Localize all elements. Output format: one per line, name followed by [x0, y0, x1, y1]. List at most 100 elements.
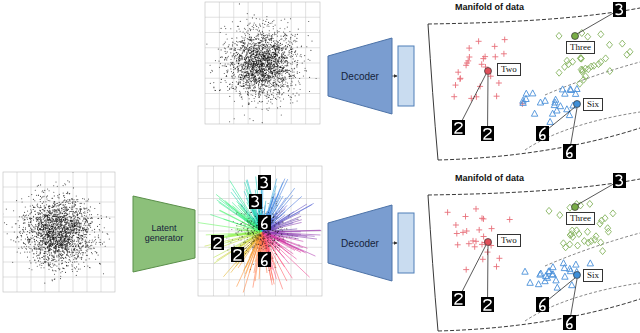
sample-point [296, 65, 297, 66]
sample-point [247, 68, 248, 69]
sample-point [273, 61, 274, 62]
sample-point [278, 73, 279, 74]
sample-point [244, 28, 245, 29]
sample-point [244, 76, 245, 77]
sample-point [254, 58, 255, 59]
sample-point [255, 48, 256, 49]
sample-point [270, 38, 271, 39]
sample-point [269, 46, 270, 47]
sample-point [246, 72, 247, 73]
sample-point [243, 85, 244, 86]
sample-point [240, 55, 241, 56]
sample-point [282, 56, 283, 57]
sample-point [251, 46, 252, 47]
sample-point [277, 79, 278, 80]
sample-point [270, 77, 271, 78]
sample-point [278, 70, 279, 71]
sample-point [256, 55, 257, 56]
sample-point [274, 65, 275, 66]
sample-point [251, 69, 252, 70]
sample-point [248, 103, 249, 104]
sample-point [274, 71, 275, 72]
sample-point [237, 45, 238, 46]
sample-point [267, 60, 268, 61]
sample-point [239, 56, 240, 57]
sample-point [261, 75, 262, 76]
sample-point [268, 42, 269, 43]
sample-point [255, 63, 256, 64]
sample-point [249, 28, 250, 29]
sample-point [243, 64, 244, 65]
sample-point [274, 66, 275, 67]
sample-point [283, 68, 284, 69]
sample-point [261, 80, 262, 81]
sample-point [284, 35, 285, 36]
sample-point [259, 52, 260, 53]
sample-point [245, 62, 246, 63]
sample-point [280, 79, 281, 80]
sample-point [231, 64, 232, 65]
sample-point [267, 57, 268, 58]
sample-point [242, 98, 243, 99]
sample-point [249, 83, 250, 84]
sample-point [253, 77, 254, 78]
sample-point [243, 73, 244, 74]
sample-point [272, 76, 273, 77]
sample-point [287, 27, 288, 28]
sample-point [231, 76, 232, 77]
sample-point [241, 97, 242, 98]
sample-point [259, 54, 260, 55]
sample-point [288, 91, 289, 92]
sample-point [276, 58, 277, 59]
sample-point [260, 71, 261, 72]
sample-point [236, 52, 237, 53]
sample-point [261, 54, 262, 55]
sample-point [241, 86, 242, 87]
sample-point [245, 29, 246, 30]
sample-point [259, 78, 260, 79]
sample-point [271, 60, 272, 61]
sample-point [272, 72, 273, 73]
sample-point [247, 67, 248, 68]
sample-point [254, 78, 255, 79]
sample-point [281, 50, 282, 51]
sample-point [252, 67, 253, 68]
sample-point [275, 56, 276, 57]
sample-point [277, 41, 278, 42]
sample-point [246, 57, 247, 58]
sample-point [239, 56, 240, 57]
sample-point [283, 77, 284, 78]
sample-point [248, 57, 249, 58]
sample-point [271, 68, 272, 69]
sample-point [262, 23, 263, 24]
sample-point [284, 51, 285, 52]
sample-point [251, 53, 252, 54]
sample-point [300, 89, 301, 90]
sample-point [238, 66, 239, 67]
grid-line [205, 108, 320, 109]
sample-point [278, 89, 279, 90]
sample-point [293, 93, 294, 94]
sample-point [232, 64, 233, 65]
sample-point [260, 62, 261, 63]
sample-point [241, 69, 242, 70]
sample-point [257, 72, 258, 73]
sample-point [254, 63, 255, 64]
sample-point [252, 75, 253, 76]
sample-point [264, 44, 265, 45]
sample-point [275, 79, 276, 80]
sample-point [285, 84, 286, 85]
sample-point [276, 48, 277, 49]
sample-point [255, 92, 256, 93]
sample-point [260, 60, 261, 61]
sample-point [266, 108, 267, 109]
sample-point [257, 81, 258, 82]
sample-point [225, 53, 226, 54]
sample-point [248, 49, 249, 50]
sample-point [245, 59, 246, 60]
sample-point [241, 55, 242, 56]
sample-point [254, 80, 255, 81]
sample-point [275, 50, 276, 51]
sample-point [278, 62, 279, 63]
sample-point [236, 87, 237, 88]
